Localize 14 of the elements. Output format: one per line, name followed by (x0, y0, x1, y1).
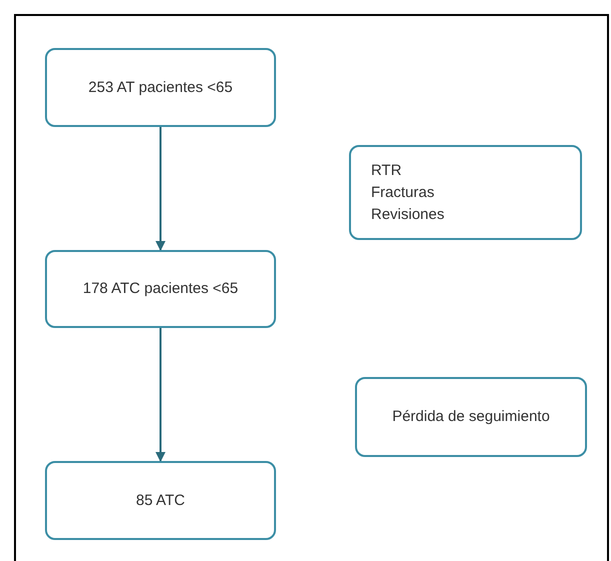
process-box (45, 250, 276, 328)
box-text: Fracturas (371, 182, 434, 202)
arrow (156, 328, 166, 462)
process-box (349, 145, 582, 240)
box-text: 85 ATC (136, 490, 185, 510)
arrow (156, 127, 166, 251)
process-box (45, 461, 276, 540)
process-box (355, 377, 587, 457)
box-text: 178 ATC pacientes <65 (82, 279, 238, 299)
box-text: Revisiones (371, 204, 444, 224)
box-text: 253 AT pacientes <65 (88, 78, 233, 98)
box-text: Pérdida de seguimiento (392, 407, 550, 427)
process-box (45, 48, 276, 127)
box-text: RTR (371, 160, 402, 180)
